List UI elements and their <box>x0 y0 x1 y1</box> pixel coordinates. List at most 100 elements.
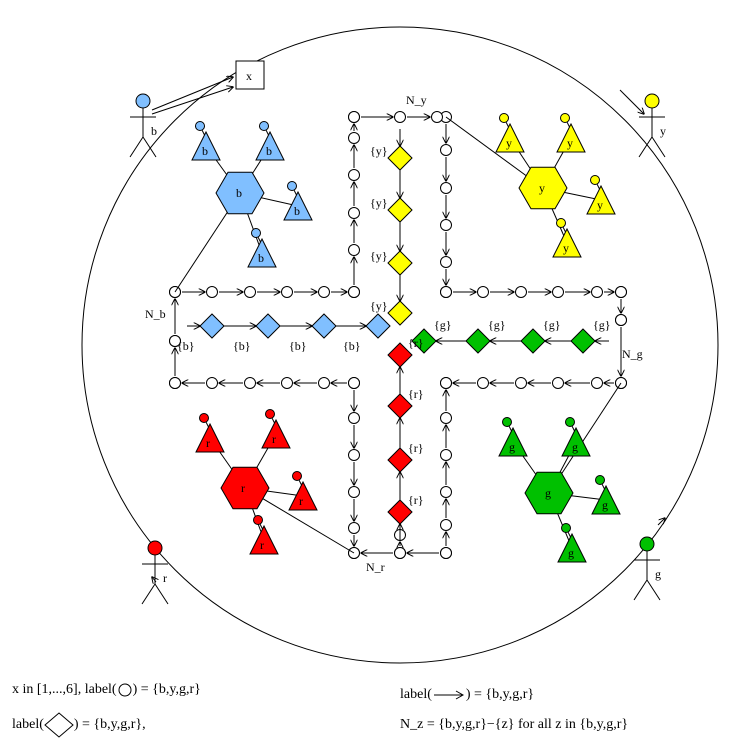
player-g-leg-left <box>633 579 648 601</box>
pieces-g-triangle-1-head <box>502 417 512 427</box>
pieces-g-triangle-1-label: g <box>509 440 515 454</box>
track-node <box>477 286 489 298</box>
pieces-y-triangle-4-head <box>556 218 566 228</box>
track-node <box>281 286 293 298</box>
player-y-leg-left <box>638 136 653 158</box>
pieces-y-triangle-3-head <box>590 175 600 185</box>
pieces-r-triangle-1-head <box>199 413 209 423</box>
pieces-g-triangle-2-label: g <box>572 440 578 454</box>
home-b-label: {b} <box>177 339 195 353</box>
home-y-label: {y} <box>370 144 388 158</box>
track-node <box>348 244 360 256</box>
legend-line-3: label() = {b,y,g,r} <box>400 687 534 703</box>
pieces-y-triangle-3-label: y <box>597 198 603 212</box>
track-node <box>348 286 360 298</box>
track-node <box>552 286 564 298</box>
circle-node-icon <box>118 683 132 697</box>
pieces-r-hexagon-label: r <box>241 481 245 495</box>
home-r-diamond <box>387 342 413 368</box>
pieces-r-triangle-3-label: r <box>299 494 303 508</box>
pieces-r-triangle-4-head <box>253 515 263 525</box>
home-g-diamond <box>465 328 491 354</box>
track-node <box>440 219 452 231</box>
home-b-label: {b} <box>289 339 307 353</box>
home-g-label: {g} <box>543 318 561 332</box>
track-node <box>169 377 181 389</box>
pieces-r-triangle-4 <box>249 524 279 555</box>
legend-diamond-pre: label( <box>12 717 44 733</box>
pieces-g-triangle-3 <box>591 484 621 515</box>
pieces-b-triangle-3 <box>283 190 313 221</box>
pieces-g-hexagon <box>524 471 574 515</box>
pieces-b-triangle-2-head <box>259 121 269 131</box>
pieces-b-triangle-2-label: b <box>266 144 272 158</box>
pieces-r-triangle-3 <box>288 480 318 511</box>
track-node <box>169 335 181 347</box>
home-g-diamond <box>570 328 596 354</box>
dice-box <box>235 60 265 90</box>
home-r-label: {r} <box>408 441 424 455</box>
track-node <box>281 377 293 389</box>
home-r-label: {r} <box>408 336 424 350</box>
track-node <box>206 377 218 389</box>
pieces-y-hexagon <box>518 166 568 210</box>
player-r-turn-arrow <box>152 577 156 582</box>
track-node <box>348 169 360 181</box>
track-node <box>440 377 452 389</box>
track-node <box>348 449 360 461</box>
pieces-y-triangle-4 <box>552 227 582 258</box>
track-node <box>394 547 406 559</box>
player-y-label: y <box>660 124 666 138</box>
home-r-diamond <box>387 447 413 473</box>
pieces-g-hexagon-label: g <box>545 486 551 500</box>
track-node <box>348 207 360 219</box>
player-g-head <box>639 536 655 552</box>
player-r-head <box>147 540 163 556</box>
player-g-label: g <box>655 567 661 581</box>
pieces-y-triangle-1-label: y <box>506 136 512 150</box>
track-node <box>440 182 452 194</box>
legend-arrow-pre: label( <box>400 687 432 702</box>
pieces-r-triangle-2-head <box>265 409 275 419</box>
player-r-leg-left <box>141 583 156 605</box>
track-node <box>348 111 360 123</box>
home-r-label: {r} <box>408 493 424 507</box>
home-b-diamond <box>311 313 337 339</box>
pieces-b-triangle-1-head <box>195 121 205 131</box>
legend-line-2: label( ) = {b,y,g,r}, <box>12 712 146 738</box>
pieces-y-hexagon-label: y <box>539 181 545 195</box>
pieces-r-triangle-2-label: r <box>272 432 276 446</box>
nest-label-y: N_y <box>406 93 427 107</box>
player-r-label: r <box>163 571 167 585</box>
arrow-edge-icon <box>433 690 464 700</box>
track-node <box>348 412 360 424</box>
pieces-y-triangle-2-head <box>560 113 570 123</box>
track-node <box>440 286 452 298</box>
track-node <box>440 412 452 424</box>
pieces-y-triangle-2-label: y <box>567 136 573 150</box>
track-node <box>348 132 360 144</box>
home-y-diamond <box>387 250 413 276</box>
track-node <box>440 449 452 461</box>
home-b-diamond <box>199 313 225 339</box>
player-b-leg-left <box>129 136 144 158</box>
home-g-label: {g} <box>488 318 506 332</box>
legend-diamond-post: ) = {b,y,g,r}, <box>73 717 146 733</box>
track-node <box>515 286 527 298</box>
player-b-leg-right <box>142 136 157 158</box>
home-b-label: {b} <box>233 339 251 353</box>
player-y-leg-right <box>651 136 666 158</box>
player-y-head <box>644 93 660 109</box>
nest-label-b: N_b <box>145 307 166 321</box>
track-node <box>244 377 256 389</box>
pieces-b-triangle-3-head <box>287 181 297 191</box>
pieces-g-triangle-3-label: g <box>602 498 608 512</box>
track-node <box>440 144 452 156</box>
pieces-y-triangle-3 <box>586 184 616 215</box>
track-node <box>206 286 218 298</box>
pieces-b-triangle-1-label: b <box>202 144 208 158</box>
pieces-r-triangle-1 <box>195 422 225 453</box>
home-g-label: {g} <box>593 318 611 332</box>
home-y-label: {y} <box>370 299 388 313</box>
track-node <box>477 377 489 389</box>
